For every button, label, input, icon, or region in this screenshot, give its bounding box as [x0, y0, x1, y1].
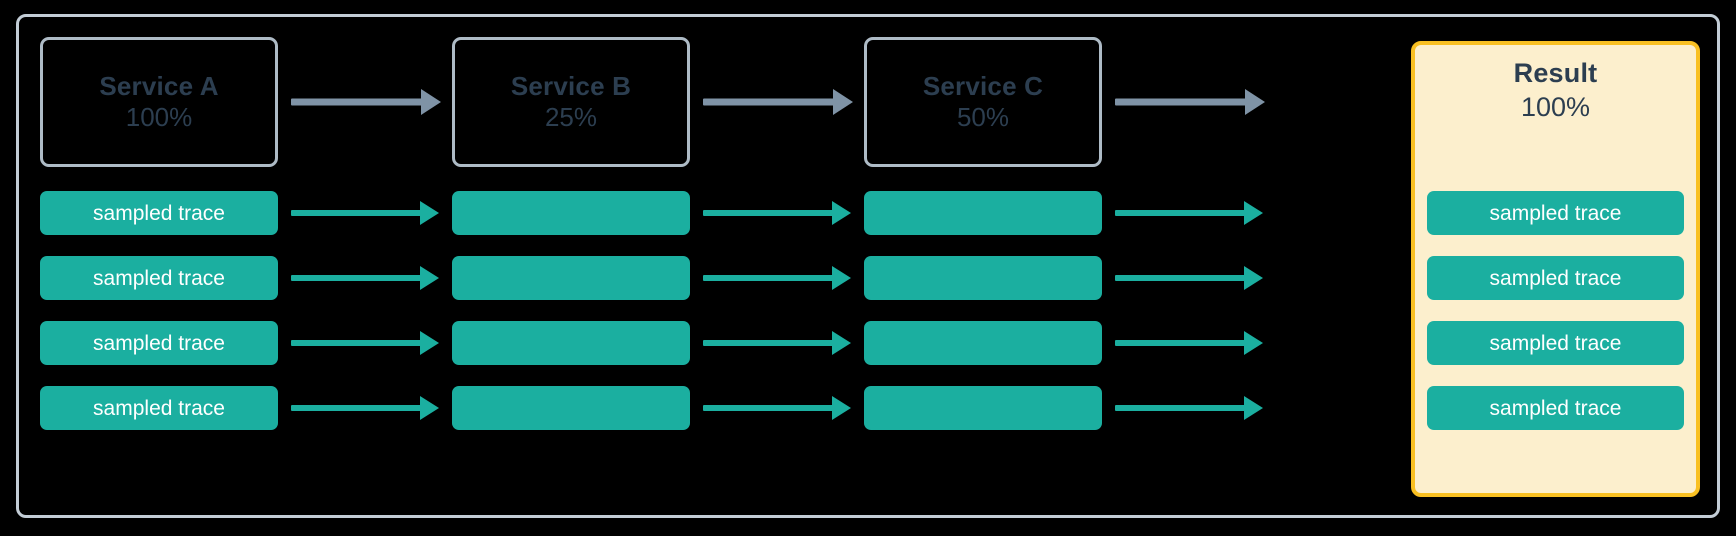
trace-bar-label: sampled trace — [93, 201, 225, 225]
service-b-percent: 25% — [544, 102, 598, 132]
trace-bar[interactable] — [452, 321, 690, 365]
arrow-head — [420, 266, 439, 290]
trace-bar[interactable] — [452, 386, 690, 430]
trace-bar[interactable]: sampled trace — [1427, 321, 1684, 365]
trace-bar[interactable]: sampled trace — [1427, 386, 1684, 430]
arrow-head — [420, 331, 439, 355]
arrow-shaft — [291, 340, 422, 346]
arrow-head — [421, 89, 441, 115]
trace-bar[interactable]: sampled trace — [40, 256, 278, 300]
arrow-shaft — [703, 275, 834, 281]
trace-bar-label: sampled trace — [1489, 331, 1622, 355]
result-title: Result — [1513, 58, 1598, 88]
arrow-head — [832, 396, 851, 420]
trace-bar-label: sampled trace — [93, 331, 225, 355]
arrow-shaft — [1115, 210, 1246, 216]
trace-bar[interactable]: sampled trace — [40, 321, 278, 365]
trace-bar[interactable]: sampled trace — [40, 191, 278, 235]
trace-bar[interactable] — [452, 191, 690, 235]
trace-bar[interactable] — [864, 386, 1102, 430]
trace-bar-label: sampled trace — [1489, 266, 1622, 290]
arrow-shaft — [703, 405, 834, 411]
arrow-shaft — [291, 98, 423, 106]
arrow-head — [1244, 201, 1263, 225]
trace-bar-label: sampled trace — [93, 396, 225, 420]
arrow-head — [420, 201, 439, 225]
arrow-shaft — [1115, 98, 1247, 106]
trace-bar-label: sampled trace — [93, 266, 225, 290]
arrow-head — [1245, 89, 1265, 115]
trace-bar[interactable] — [864, 256, 1102, 300]
trace-bar-label: sampled trace — [1489, 396, 1622, 420]
arrow-shaft — [703, 98, 835, 106]
service-c-title: Service C — [922, 70, 1044, 101]
arrow-shaft — [703, 210, 834, 216]
arrow-shaft — [291, 275, 422, 281]
arrow-head — [832, 201, 851, 225]
arrow-head — [420, 396, 439, 420]
arrow-head — [832, 266, 851, 290]
arrow-head — [1244, 396, 1263, 420]
arrow-head — [833, 89, 853, 115]
service-node-c[interactable]: Service C 50% — [864, 37, 1102, 167]
service-a-title: Service A — [99, 70, 219, 101]
arrow-head — [1244, 266, 1263, 290]
arrow-shaft — [291, 210, 422, 216]
trace-bar[interactable]: sampled trace — [40, 386, 278, 430]
arrow-shaft — [1115, 405, 1246, 411]
trace-bar-label: sampled trace — [1489, 201, 1622, 225]
service-a-percent: 100% — [125, 102, 193, 132]
diagram-canvas: Result 100% Service A 100% Service B 25%… — [16, 14, 1720, 518]
arrow-head — [832, 331, 851, 355]
service-node-b[interactable]: Service B 25% — [452, 37, 690, 167]
arrow-head — [1244, 331, 1263, 355]
service-b-title: Service B — [510, 70, 632, 101]
result-percent: 100% — [1520, 92, 1591, 123]
trace-bar[interactable]: sampled trace — [1427, 191, 1684, 235]
trace-bar[interactable] — [864, 321, 1102, 365]
result-header: Result 100% — [1415, 59, 1696, 122]
trace-bar[interactable]: sampled trace — [1427, 256, 1684, 300]
arrow-shaft — [1115, 275, 1246, 281]
service-c-percent: 50% — [956, 102, 1010, 132]
arrow-shaft — [1115, 340, 1246, 346]
arrow-shaft — [291, 405, 422, 411]
trace-bar[interactable] — [452, 256, 690, 300]
trace-bar[interactable] — [864, 191, 1102, 235]
service-node-a[interactable]: Service A 100% — [40, 37, 278, 167]
arrow-shaft — [703, 340, 834, 346]
